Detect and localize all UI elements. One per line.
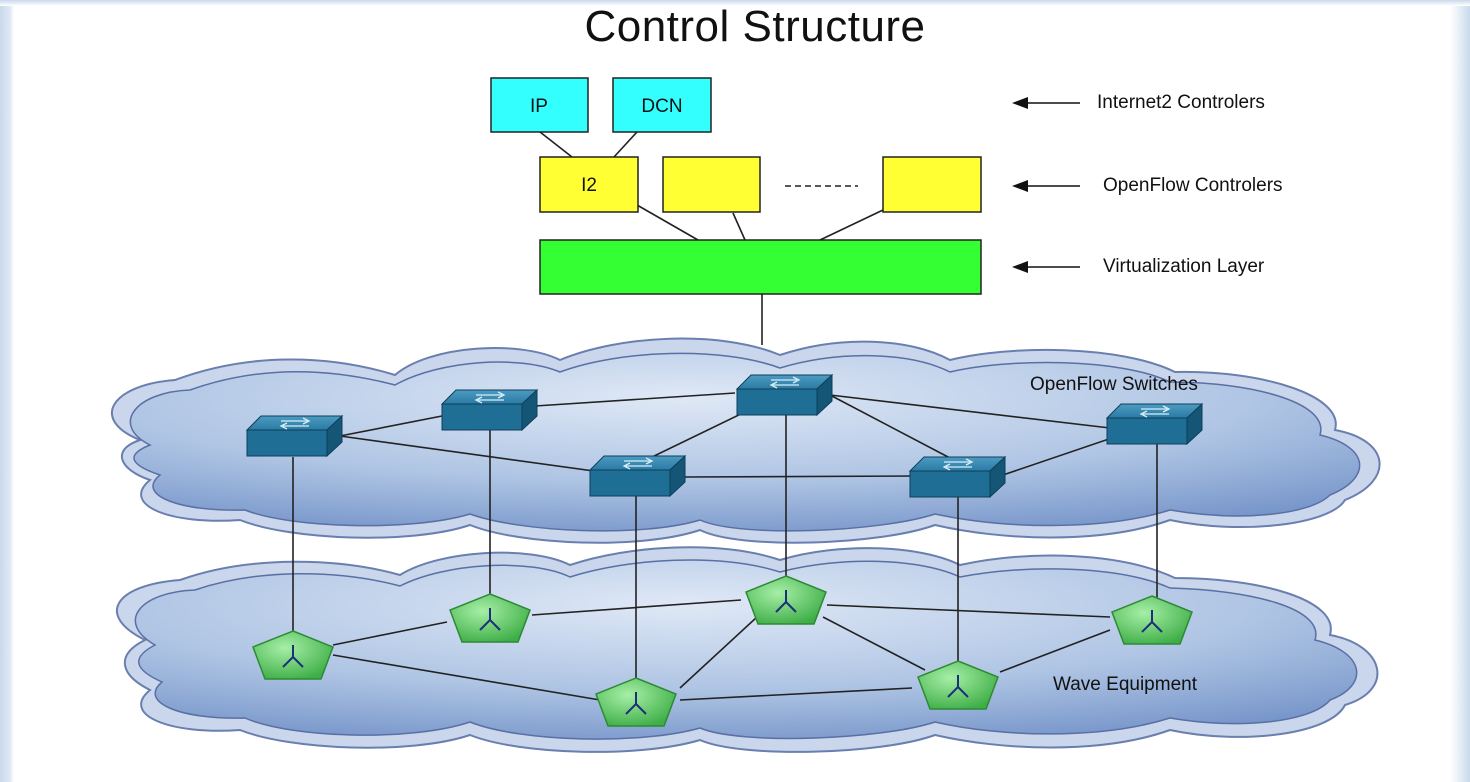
openflow-switch-6 bbox=[1105, 402, 1204, 446]
virtualization-layer-label: Virtualization Layer bbox=[1103, 256, 1265, 277]
wave-node-2 bbox=[449, 593, 531, 643]
arrow-icon bbox=[1012, 261, 1028, 273]
openflow-switch-2 bbox=[440, 388, 539, 432]
i2-controller-label: I2 bbox=[581, 175, 597, 196]
ip-controller-box bbox=[490, 77, 589, 133]
openflow-controllers-label: OpenFlow Controlers bbox=[1103, 175, 1283, 196]
arrow-icon bbox=[1012, 180, 1028, 192]
wave-node-6 bbox=[1111, 595, 1193, 645]
dcn-controller-box bbox=[612, 77, 712, 133]
internet2-controllers-label: Internet2 Controlers bbox=[1097, 92, 1265, 113]
openflow-switch-3 bbox=[735, 373, 834, 417]
controller-links bbox=[539, 131, 884, 345]
wave-node-5 bbox=[917, 660, 999, 710]
openflow-switch-4 bbox=[588, 454, 687, 498]
dcn-controller-label: DCN bbox=[641, 96, 682, 117]
ip-controller-label: IP bbox=[530, 96, 548, 117]
openflow-controller-box-n bbox=[882, 156, 982, 213]
wave-equipment-cloud bbox=[115, 546, 1379, 753]
top-band bbox=[0, 0, 1470, 6]
vertical-links bbox=[292, 414, 1158, 690]
wave-equipment-label: Wave Equipment bbox=[1053, 674, 1197, 695]
openflow-switch-1 bbox=[245, 414, 344, 458]
wave-node-1 bbox=[252, 630, 334, 680]
legend-arrows bbox=[1028, 102, 1080, 268]
wave-node-3 bbox=[745, 575, 827, 625]
wave-links bbox=[332, 599, 1111, 701]
openflow-switches-label: OpenFlow Switches bbox=[1030, 374, 1198, 395]
openflow-controller-box-2 bbox=[662, 156, 761, 213]
virtualization-layer-box bbox=[539, 239, 982, 295]
openflow-switches-cloud bbox=[110, 337, 1381, 544]
page-title: Control Structure bbox=[584, 2, 926, 51]
arrow-icon bbox=[1012, 97, 1028, 109]
openflow-switch-5 bbox=[908, 455, 1007, 499]
i2-controller-box bbox=[539, 156, 639, 213]
wave-node-4 bbox=[595, 677, 677, 727]
